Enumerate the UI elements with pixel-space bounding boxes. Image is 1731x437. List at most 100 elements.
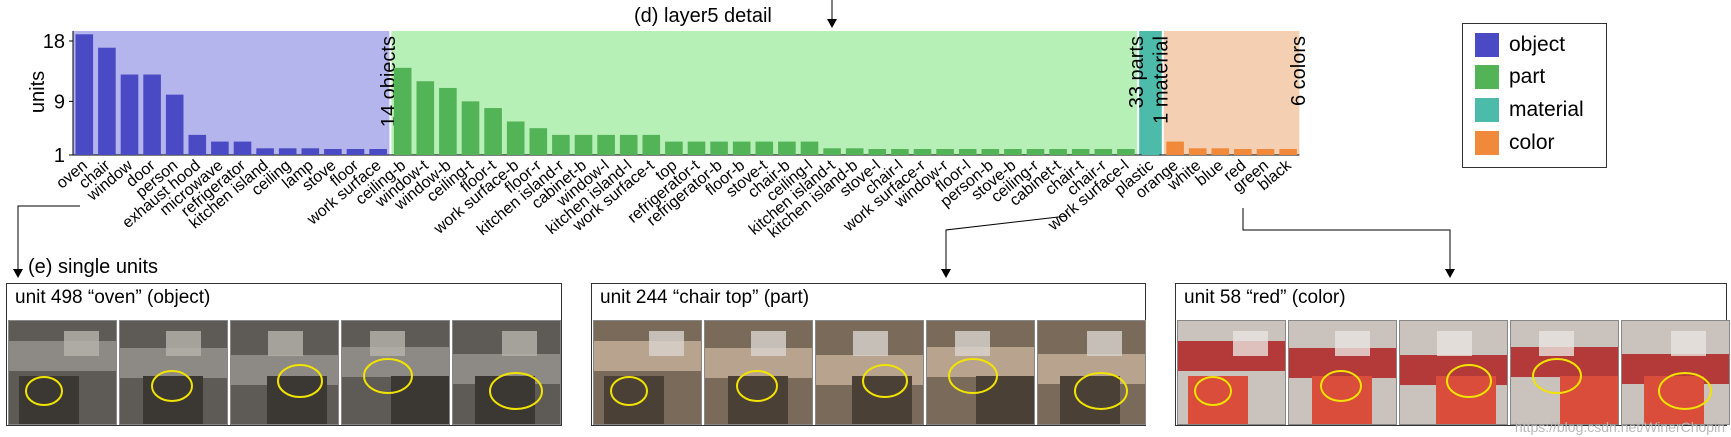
- example-image: [8, 320, 117, 425]
- example-image: [1621, 320, 1730, 425]
- legend-swatch-material: [1475, 98, 1499, 122]
- bar-top: [665, 141, 683, 155]
- example-image: [1399, 320, 1508, 425]
- bar-ceiling-l: [800, 141, 819, 155]
- bar-window-l: [597, 134, 615, 155]
- bar-green: [1256, 149, 1275, 155]
- bar-work-surface: [369, 149, 387, 155]
- example-image: [230, 320, 339, 425]
- bar-work-surface-b: [506, 121, 525, 155]
- example-image: [815, 320, 924, 425]
- group-bg-material: [1139, 31, 1162, 155]
- y-axis-label: units: [27, 71, 49, 113]
- bar-kitchen-island-r: [552, 134, 570, 155]
- bar-ceiling-t: [461, 101, 480, 155]
- legend-swatch-color: [1475, 131, 1499, 155]
- group-bg-color: [1163, 31, 1300, 155]
- bar-stove: [324, 149, 342, 155]
- bar-ceiling-b: [393, 67, 412, 155]
- legend-label-part: part: [1509, 65, 1546, 88]
- unit-panel-title: unit 244 “chair top” (part): [600, 287, 810, 308]
- bar-floor-t: [484, 108, 502, 155]
- bar-window: [120, 74, 139, 155]
- bar-ceiling: [278, 148, 297, 155]
- bar-window-r: [936, 149, 954, 155]
- legend-label-object: object: [1509, 33, 1566, 56]
- bar-lamp: [301, 148, 320, 155]
- detail-title: (d) layer5 detail: [634, 5, 772, 27]
- bar-floor-l: [958, 149, 977, 155]
- group-bg-object: [73, 31, 390, 155]
- bar-ceiling-r: [1026, 149, 1045, 155]
- example-image: [926, 320, 1035, 425]
- group-label-color: 6 colors: [1288, 36, 1310, 106]
- bar-work-surface-r: [913, 149, 932, 155]
- connector-oven: [17, 205, 80, 270]
- bar-floor-b: [732, 141, 751, 155]
- legend-item-part: part: [1475, 64, 1545, 90]
- group-label-material: 1 material: [1150, 36, 1172, 124]
- bar-microwave: [211, 141, 229, 155]
- legend: object part material color: [1462, 23, 1607, 168]
- bar-cabinet-t: [1049, 149, 1067, 155]
- example-image: [1177, 320, 1286, 425]
- bar-work-surface-t: [642, 134, 661, 155]
- bar-work-surface-l: [1117, 149, 1135, 155]
- bar-chair-l: [891, 149, 909, 155]
- bar-oven: [75, 34, 94, 156]
- bar-chair-t: [1071, 149, 1090, 155]
- bar-chair: [98, 47, 116, 155]
- y-tick-label: 9: [54, 91, 65, 113]
- example-image: [119, 320, 228, 425]
- bar-kitchen-island: [256, 148, 274, 155]
- arrowhead-red: [1445, 269, 1455, 278]
- bar-kitchen-island-t: [823, 148, 841, 155]
- bar-stove-b: [1004, 149, 1022, 155]
- bar-window-b: [439, 87, 457, 155]
- unit-panel-title: unit 498 “oven” (object): [15, 287, 211, 308]
- example-image: [452, 320, 561, 425]
- bar-red: [1234, 149, 1252, 155]
- bar-white: [1188, 148, 1207, 155]
- y-tick-label: 18: [43, 31, 65, 53]
- bar-refrigerator-t: [687, 141, 706, 155]
- bar-person-b: [981, 149, 1000, 155]
- connector-chair: [945, 215, 1068, 270]
- legend-item-material: material: [1475, 97, 1584, 123]
- bar-stove-t: [755, 141, 774, 155]
- bar-window-t: [416, 81, 435, 155]
- arrowhead-top: [827, 19, 837, 28]
- example-image: [704, 320, 813, 425]
- bar-refrigerator-b: [710, 141, 728, 155]
- bar-floor: [346, 149, 365, 155]
- example-image: [341, 320, 450, 425]
- unit-panel-title: unit 58 “red” (color): [1184, 287, 1346, 308]
- group-bg-part: [391, 31, 1138, 155]
- bar-person: [165, 94, 184, 155]
- bar-plastic: [1141, 149, 1160, 155]
- legend-item-object: object: [1475, 32, 1565, 58]
- single-units-title: (e) single units: [28, 256, 159, 278]
- bar-chair-b: [778, 141, 796, 155]
- example-image: [1037, 320, 1146, 425]
- connector-red: [1242, 208, 1451, 270]
- bar-door: [143, 74, 161, 155]
- example-image: [593, 320, 702, 425]
- legend-swatch-object: [1475, 33, 1499, 57]
- bar-kitchen-island-l: [619, 134, 638, 155]
- group-label-part: 33 parts: [1126, 36, 1148, 108]
- legend-swatch-part: [1475, 65, 1499, 89]
- bar-chair-r: [1094, 149, 1113, 155]
- bar-kitchen-island-b: [845, 148, 864, 155]
- arrowhead-chair: [941, 269, 951, 278]
- example-image: [1288, 320, 1397, 425]
- bar-floor-r: [529, 128, 548, 155]
- legend-label-color: color: [1509, 131, 1555, 154]
- example-image: [1510, 320, 1619, 425]
- legend-item-color: color: [1475, 130, 1555, 156]
- bar-orange: [1166, 141, 1184, 155]
- legend-label-material: material: [1509, 98, 1584, 121]
- arrowhead-oven: [13, 269, 23, 278]
- bar-refrigerator: [233, 141, 252, 155]
